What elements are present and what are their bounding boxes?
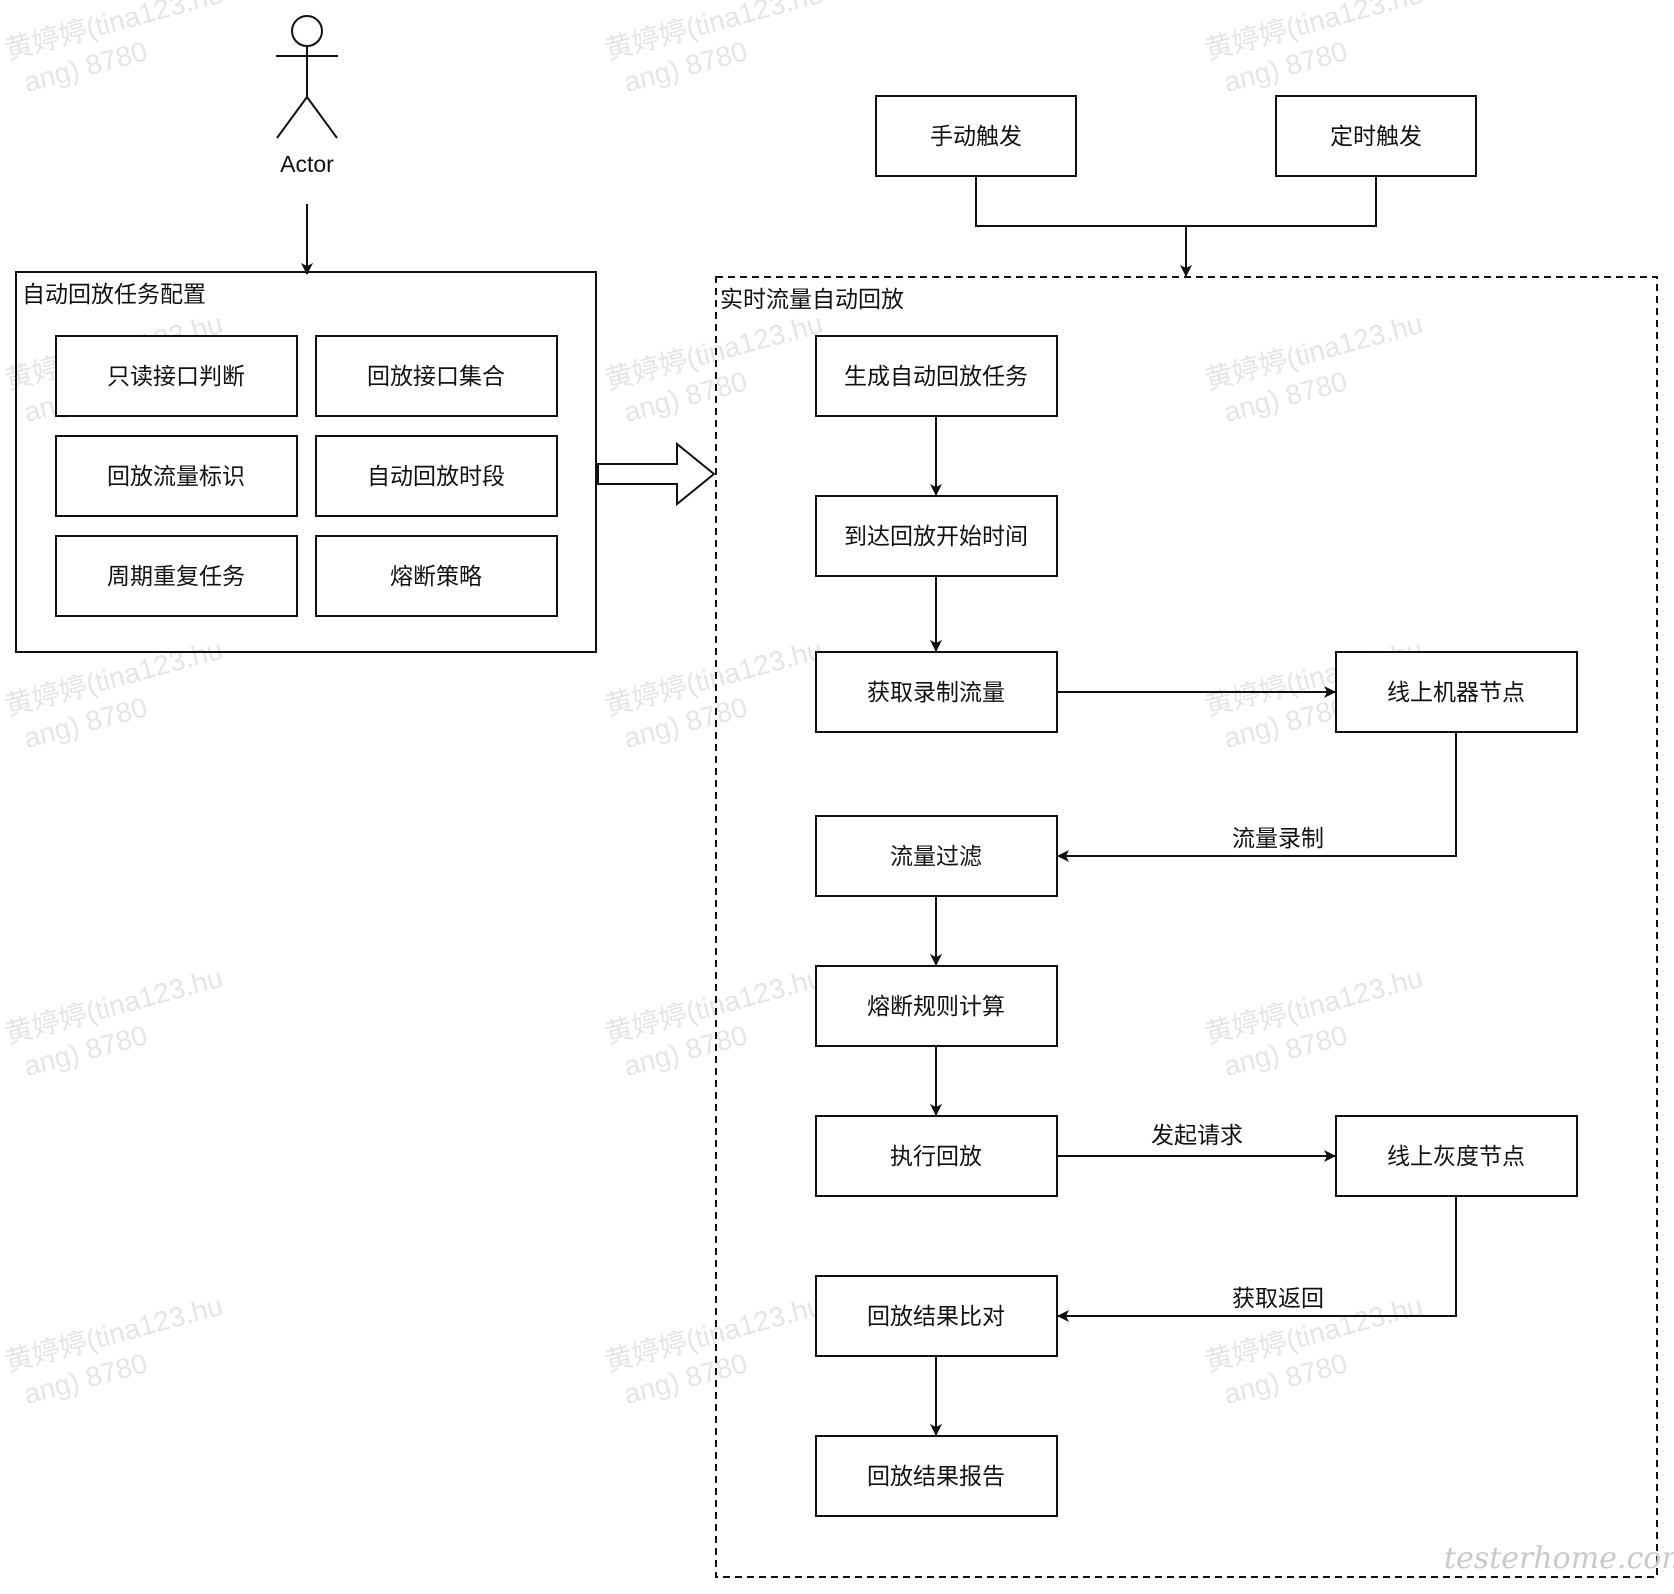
config-item-label: 回放接口集合 <box>367 364 505 390</box>
trigger-manual-label: 手动触发 <box>930 124 1022 150</box>
config-item-label: 回放流量标识 <box>107 464 245 490</box>
step-label: 生成自动回放任务 <box>844 364 1028 390</box>
step-traffic-filter: 流量过滤 <box>815 815 1058 897</box>
step-label: 回放结果报告 <box>867 1464 1005 1490</box>
step-label: 回放结果比对 <box>867 1304 1005 1330</box>
config-item-interfaces: 回放接口集合 <box>315 335 558 417</box>
edge-label-response: 获取返回 <box>1232 1286 1324 1312</box>
config-item-label: 只读接口判断 <box>107 364 245 390</box>
step-result-report: 回放结果报告 <box>815 1435 1058 1517</box>
node-label: 线上机器节点 <box>1387 680 1525 706</box>
trigger-manual: 手动触发 <box>875 95 1077 177</box>
node-online-machine: 线上机器节点 <box>1335 651 1578 733</box>
actor-label: Actor <box>280 151 334 177</box>
step-execute-replay: 执行回放 <box>815 1115 1058 1197</box>
flow-group-title: 实时流量自动回放 <box>720 287 904 313</box>
step-circuit-rule-calc: 熔断规则计算 <box>815 965 1058 1047</box>
config-item-label: 周期重复任务 <box>107 564 245 590</box>
config-item-traffic-tag: 回放流量标识 <box>55 435 298 517</box>
config-item-label: 熔断策略 <box>390 564 482 590</box>
testerhome-logo: testerhome.com <box>1444 1541 1674 1576</box>
arrow-gray-node-to-compare <box>1057 1196 1457 1322</box>
node-gray-release: 线上灰度节点 <box>1335 1115 1578 1197</box>
actor-icon <box>276 15 338 139</box>
config-item-periodic: 周期重复任务 <box>55 535 298 617</box>
config-to-flow-arrow <box>597 441 716 507</box>
config-group-title: 自动回放任务配置 <box>22 282 206 308</box>
trigger-scheduled-label: 定时触发 <box>1330 124 1422 150</box>
edge-label-request: 发起请求 <box>1151 1123 1243 1149</box>
step-generate-task: 生成自动回放任务 <box>815 335 1058 417</box>
step-arrive-start-time: 到达回放开始时间 <box>815 495 1058 577</box>
arrow-online-machine-to-filter <box>1057 732 1457 862</box>
step-label: 熔断规则计算 <box>867 994 1005 1020</box>
step-label: 流量过滤 <box>890 844 982 870</box>
node-label: 线上灰度节点 <box>1387 1144 1525 1170</box>
flow-group <box>715 276 1658 1578</box>
step-fetch-recorded-traffic: 获取录制流量 <box>815 651 1058 733</box>
step-label: 执行回放 <box>890 1144 982 1170</box>
trigger-merge-connector <box>975 176 1377 227</box>
config-item-readonly: 只读接口判断 <box>55 335 298 417</box>
step-label: 获取录制流量 <box>867 680 1005 706</box>
edge-label-record: 流量录制 <box>1232 826 1324 852</box>
step-label: 到达回放开始时间 <box>844 524 1028 550</box>
step-compare-results: 回放结果比对 <box>815 1275 1058 1357</box>
config-group <box>15 271 597 653</box>
config-item-time-window: 自动回放时段 <box>315 435 558 517</box>
config-item-label: 自动回放时段 <box>367 464 505 490</box>
config-item-circuit-breaker: 熔断策略 <box>315 535 558 617</box>
trigger-scheduled: 定时触发 <box>1275 95 1477 177</box>
